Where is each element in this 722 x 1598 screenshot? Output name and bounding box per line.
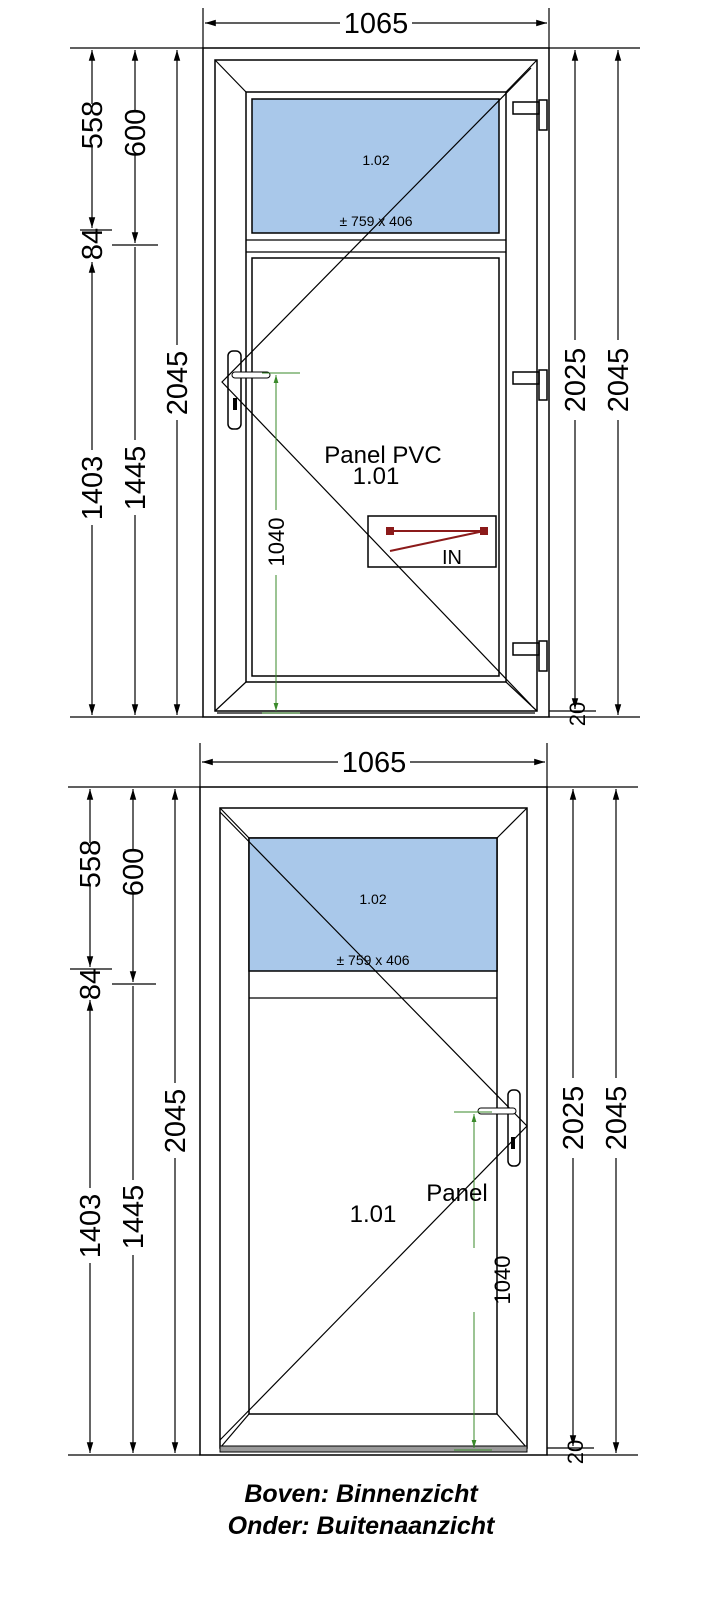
- top-dim-2045-right: 2045: [603, 348, 635, 413]
- bottom-left-dims-col3: 2045: [160, 789, 192, 1453]
- top-dim-84: 84: [77, 228, 109, 260]
- hinge-icon: [512, 371, 540, 385]
- bottom-dim-2045-left: 2045: [160, 1089, 192, 1154]
- top-glass-size: ± 759 x 406: [339, 213, 412, 229]
- bottom-left-dims-col2: 600 1445: [118, 789, 150, 1453]
- top-dim-1445: 1445: [120, 446, 152, 511]
- bottom-glass-size: ± 759 x 406: [336, 952, 409, 968]
- top-dim-2025: 2025: [560, 348, 592, 413]
- top-glass-fill: [252, 99, 499, 233]
- keyhole-icon: [511, 1137, 515, 1149]
- bottom-dim-2045-right: 2045: [601, 1086, 633, 1151]
- top-dim-20: 20: [565, 702, 590, 726]
- bottom-dim-20: 20: [563, 1440, 588, 1464]
- top-view: 1065 558 84 1403 600 1445: [70, 8, 640, 726]
- bottom-left-dims-col1: 558 84 1403: [75, 789, 107, 1453]
- bottom-handle: [477, 1089, 521, 1167]
- top-handle: [227, 350, 271, 430]
- bottom-dim-558: 558: [75, 840, 107, 888]
- bottom-glass-pane: 1.02 ± 759 x 406: [248, 837, 498, 972]
- bottom-panel-type: Panel: [426, 1180, 487, 1207]
- handle-lever-icon: [231, 371, 271, 379]
- bottom-panel-id: 1.01: [350, 1201, 397, 1228]
- top-panel-type: Panel PVC: [324, 442, 441, 469]
- top-right-dims: 2025 2045 20: [560, 49, 635, 726]
- bottom-dim-1403: 1403: [75, 1194, 107, 1259]
- keyhole-icon: [233, 398, 237, 410]
- bottom-handle-height-dim: 1040: [454, 1111, 515, 1451]
- bottom-dim-600: 600: [118, 848, 150, 896]
- bottom-glass-fill: [249, 838, 497, 971]
- top-glass-id: 1.02: [362, 152, 389, 168]
- top-width-value: 1065: [344, 8, 409, 40]
- top-hinges: [512, 99, 548, 672]
- bottom-opening-diagonal: [219, 811, 528, 1441]
- top-opening-direction: IN: [442, 547, 462, 569]
- top-left-dims-col2: 600 1445: [120, 49, 152, 715]
- bottom-glass-id: 1.02: [359, 891, 386, 907]
- hinge-icon: [512, 642, 540, 656]
- top-door-frame: [202, 47, 550, 718]
- bottom-door-frame: [199, 786, 548, 1456]
- bottom-handle-height: 1040: [490, 1256, 515, 1305]
- bottom-dim-2025: 2025: [558, 1086, 590, 1151]
- caption-top-view: Boven: Binnenzicht: [244, 1480, 478, 1508]
- top-left-dims-col3: 2045: [162, 49, 194, 715]
- top-handle-height: 1040: [264, 518, 289, 567]
- top-opening-symbol: IN: [367, 515, 497, 569]
- top-opening-diagonal: [221, 67, 532, 706]
- bottom-dim-84: 84: [75, 968, 107, 1000]
- bottom-width-value: 1065: [342, 747, 407, 779]
- bottom-dim-1445: 1445: [118, 1185, 150, 1250]
- top-dim-1403: 1403: [77, 456, 109, 521]
- top-handle-height-dim: 1040: [262, 372, 300, 714]
- top-left-dims-col1: 558 84 1403: [77, 49, 109, 715]
- top-panel-id: 1.01: [353, 463, 400, 490]
- bottom-right-dims: 2025 2045 20: [558, 789, 633, 1464]
- top-transom: [246, 239, 506, 677]
- bottom-view: 1065 558 84 1403 600 1445: [68, 743, 638, 1464]
- top-glass-pane: 1.02 ± 759 x 406: [251, 98, 500, 234]
- handle-plate-icon: [227, 350, 242, 430]
- handle-plate-icon: [507, 1089, 521, 1167]
- top-width-dimension: 1065: [202, 8, 550, 48]
- hinge-icon: [512, 101, 540, 115]
- bottom-width-dimension: 1065: [199, 743, 548, 787]
- top-dim-558: 558: [77, 101, 109, 149]
- caption-bottom-view: Onder: Buitenaanzicht: [227, 1512, 495, 1540]
- handle-lever-icon: [477, 1107, 517, 1115]
- top-dim-2045-left: 2045: [162, 351, 194, 416]
- top-dim-600: 600: [120, 109, 152, 157]
